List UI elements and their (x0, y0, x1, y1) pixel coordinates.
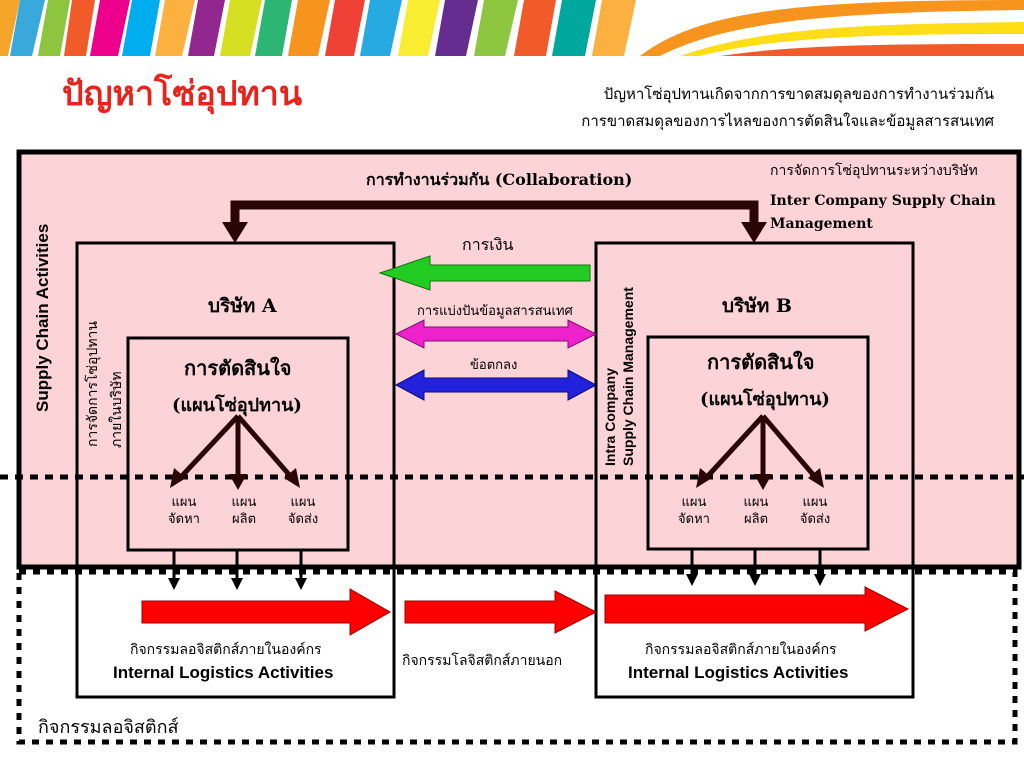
plan-produce-a: แผนผลิต (217, 494, 271, 528)
company-b-label: บริษัท B (722, 295, 792, 317)
plan-procure-a: แผนจัดหา (157, 494, 211, 528)
inter-company-th: การจัดการโซ่อุปทานระหว่างบริษัท (770, 163, 978, 179)
plan-l1: แผน (290, 495, 316, 510)
intra-company-en-1: Intra Company (602, 367, 618, 466)
internal-logistics-en-a: Internal Logistics Activities (113, 663, 334, 682)
plan-l2: จัดหา (168, 512, 200, 527)
external-logistics-th: กิจกรรมโลจิสติกส์ภายนอก (402, 653, 563, 669)
intra-company-th-2: ภายในบริษัท (109, 371, 125, 448)
inter-company-en-1: Inter Company Supply Chain (770, 193, 996, 209)
decision-box-b (646, 335, 870, 551)
collaboration-label: การทำงานร่วมกัน (Collaboration) (366, 170, 633, 189)
decision-label-a: การตัดสินใจ (184, 356, 292, 380)
plan-l1: แผน (802, 495, 828, 510)
internal-logistics-arrow-b (604, 586, 910, 632)
decision-fork-b (704, 414, 818, 480)
plan-l2: ผลิต (231, 512, 257, 527)
down-arrows-a (172, 550, 303, 580)
plan-l1: แผน (743, 495, 769, 510)
inter-company-en-2: Management (770, 216, 873, 232)
company-a-label: บริษัท A (208, 295, 277, 317)
money-label: การเงิน (462, 235, 514, 254)
decorative-banner (0, 0, 1024, 56)
agreement-label: ข้อตกลง (470, 358, 518, 373)
external-logistics-arrow (404, 590, 598, 634)
internal-logistics-arrow-a (141, 588, 392, 636)
plan-produce-b: แผนผลิต (729, 494, 783, 528)
decision-sub-b: (แผนโซ่อุปทาน) (700, 389, 830, 410)
down-arrows-b (690, 549, 822, 576)
plan-l2: จัดหา (678, 512, 710, 527)
slide-title: ปัญหาโซ่อุปทาน (62, 74, 303, 114)
supply-chain-region (16, 149, 1022, 570)
internal-logistics-en-b: Internal Logistics Activities (628, 663, 849, 682)
company-a-box (75, 241, 396, 699)
decision-sub-a: (แผนโซ่อุปทาน) (172, 395, 302, 416)
logistics-dotted-border (16, 569, 1018, 745)
info-sharing-label: การแบ่งปันข้อมูลสารสนเทศ (417, 304, 573, 319)
plan-procure-b: แผนจัดหา (667, 494, 721, 528)
agreement-arrow (394, 369, 598, 401)
subtitle-line-1: ปัญหาโซ่อุปทานเกิดจากการขาดสมดุลของการทำ… (603, 85, 994, 103)
plan-l2: ผลิต (743, 512, 769, 527)
subtitle-line-2: การขาดสมดุลของการไหลของการตัดสินใจและข้อ… (581, 112, 994, 130)
internal-logistics-th-b: กิจกรรมลอจิสติกส์ภายในองค์กร (645, 642, 837, 658)
plan-deliver-b: แผนจัดส่ง (788, 494, 842, 528)
supply-chain-activities-label: Supply Chain Activities (33, 223, 52, 412)
internal-logistics-th-a: กิจกรรมลอจิสติกส์ภายในองค์กร (130, 642, 322, 658)
intra-company-th-1: การจัดการโซ่อุปทาน (85, 321, 101, 447)
plan-l2: จัดส่ง (799, 512, 831, 527)
plan-l1: แผน (231, 495, 257, 510)
company-b-box (594, 241, 915, 699)
collaboration-arrow (230, 200, 759, 235)
decision-label-b: การตัดสินใจ (707, 350, 815, 374)
plan-deliver-a: แผนจัดส่ง (276, 494, 330, 528)
info-sharing-arrow (394, 319, 598, 349)
plan-l1: แผน (171, 495, 197, 510)
logistics-activities-label: กิจกรรมลอจิสติกส์ (38, 717, 179, 738)
money-arrow (378, 255, 591, 291)
plan-l1: แผน (681, 495, 707, 510)
plan-l2: จัดส่ง (287, 512, 319, 527)
decision-fork-a (178, 414, 294, 480)
intra-company-en-2: Supply Chain Management (620, 287, 636, 466)
